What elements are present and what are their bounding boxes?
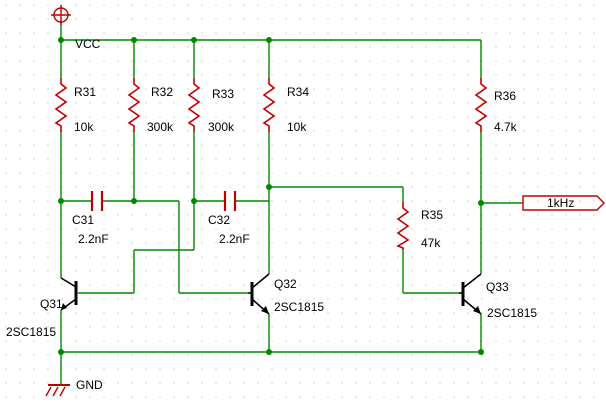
q33-part: 2SC1815 [487,306,537,320]
c31-value: 2.2nF [78,232,109,246]
r33-value: 300k [208,120,235,134]
r36-value: 4.7k [494,120,518,134]
r36-ref: R36 [494,89,516,103]
r32-ref: R32 [151,85,173,99]
ground-symbol [45,384,70,397]
resistor-r33 [187,78,201,132]
r34-ref: R34 [287,85,309,99]
r34-value: 10k [287,120,307,134]
gnd-label: GND [76,378,103,392]
q32-part: 2SC1815 [274,300,324,314]
resistor-r34 [262,78,276,132]
c32-ref: C32 [208,213,230,227]
r35-ref: R35 [421,208,443,222]
q31-ref: Q31 [40,297,63,311]
capacitor-c31 [90,191,104,211]
transistor-q32 [248,273,270,315]
output-port [522,195,605,211]
r31-value: 10k [74,120,94,134]
output-label: 1kHz [547,196,574,210]
transistor-q33 [459,273,482,315]
junctions [58,37,484,355]
vcc-label: VCC [75,37,101,51]
q32-ref: Q32 [274,277,297,291]
resistor-r36 [474,78,488,132]
r31-ref: R31 [74,85,96,99]
vcc-symbol [51,5,71,25]
resistor-r35 [396,202,410,250]
r32-value: 300k [147,120,174,134]
resistor-r31 [54,78,68,132]
capacitor-c32 [223,191,237,211]
c32-value: 2.2nF [219,232,250,246]
resistor-r32 [127,78,141,132]
q31-part: 2SC1815 [6,325,56,339]
q33-ref: Q33 [486,280,509,294]
transistor-q31 [60,277,78,311]
r33-ref: R33 [212,87,234,101]
r35-value: 47k [421,236,441,250]
c31-ref: C31 [72,213,94,227]
